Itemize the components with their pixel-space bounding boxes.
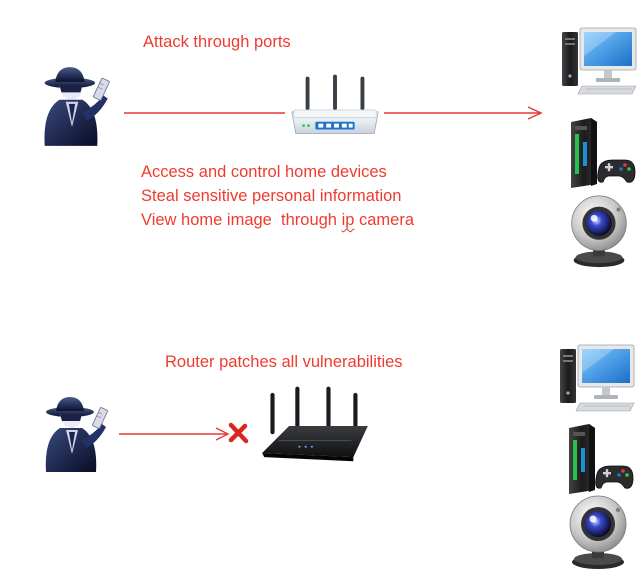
camera-line-after: camera (354, 211, 415, 229)
router-icon (258, 384, 372, 468)
desktop-computer-icon (558, 343, 638, 413)
hacker-icon (28, 64, 116, 148)
camera-line-flagged: ip (341, 211, 355, 229)
webcam-icon (558, 492, 638, 572)
game-console-icon (557, 112, 637, 192)
router-icon (286, 72, 384, 142)
bottom-title: Router patches all vulnerabilities (165, 353, 403, 371)
blocked-x-icon (228, 422, 249, 444)
top-title: Attack through ports (143, 33, 291, 51)
consequence-list: Access and control home devices Steal se… (141, 160, 414, 232)
consequence-steal: Steal sensitive personal information (141, 187, 402, 205)
camera-line-before: View home image through (141, 211, 342, 229)
webcam-icon (560, 192, 638, 270)
consequence-camera: View home image through ip camera (141, 208, 414, 232)
consequence-access: Access and control home devices (141, 163, 387, 181)
hacker-icon (30, 394, 114, 474)
game-console-icon (555, 418, 635, 498)
desktop-computer-icon (560, 26, 640, 96)
